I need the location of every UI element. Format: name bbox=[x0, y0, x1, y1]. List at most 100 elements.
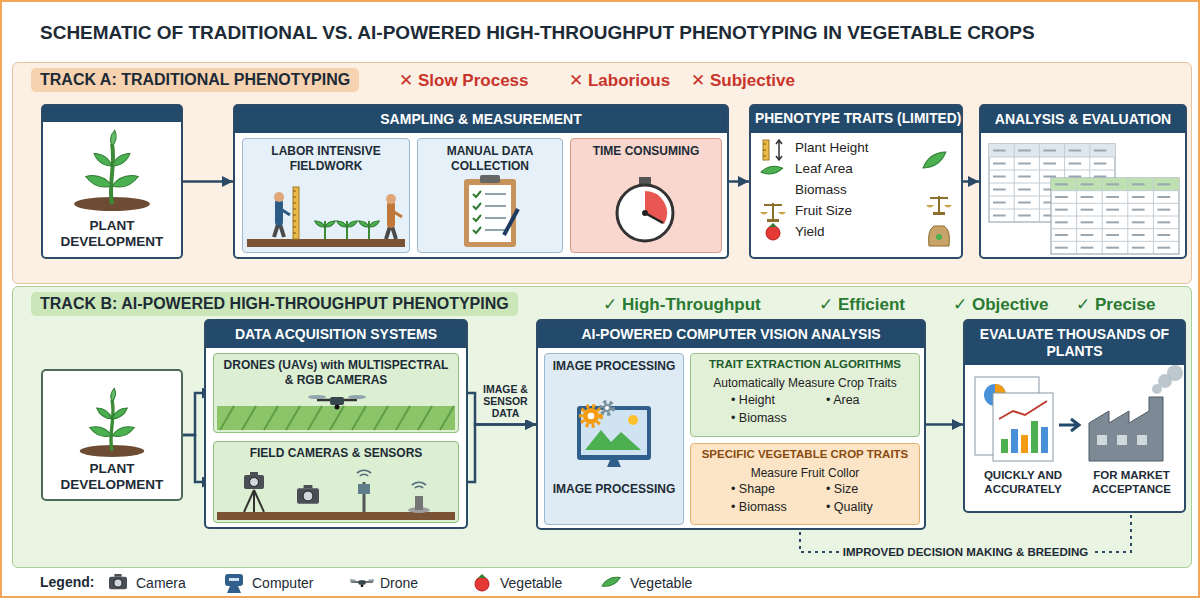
text-slot: • Shape bbox=[731, 482, 775, 496]
edge-label: IMPROVED DECISION MAKING & BREEDING bbox=[839, 546, 1092, 558]
box-caption: QUICKLY AND ACCURATELY bbox=[969, 469, 1077, 497]
text-slot: ✓ High-Throughput bbox=[603, 294, 761, 315]
legend-text: Camera bbox=[136, 575, 186, 591]
text-slot: PHENOTYPE TRAITS (LIMITED) bbox=[751, 106, 961, 133]
bullet-item: • Height bbox=[731, 393, 775, 407]
process-card: TIME CONSUMING bbox=[570, 138, 722, 253]
text-slot: TRAIT EXTRACTION ALGORITHMS bbox=[694, 358, 916, 370]
text-slot: Plant Height bbox=[795, 140, 869, 155]
text-slot: IMAGE PROCESSING bbox=[548, 359, 680, 374]
process-card: TRAIT EXTRACTION ALGORITHMS Automatically… bbox=[690, 353, 920, 437]
trait-item: Yield bbox=[795, 224, 825, 239]
panel-heading: SAMPLING & MEASUREMENT bbox=[235, 106, 727, 133]
card-heading: FIELD CAMERAS & SENSORS bbox=[218, 446, 454, 461]
text-slot: Fruit Size bbox=[795, 203, 852, 218]
text-slot: TIME CONSUMING bbox=[575, 144, 717, 159]
process-panel: AI-POWERED COMPUTER VISION ANALYSIS IMAGE… bbox=[536, 319, 926, 530]
trait-item: Fruit Size bbox=[795, 203, 852, 218]
panel-heading: PHENOTYPE TRAITS (LIMITED) bbox=[751, 106, 961, 133]
text-slot: ✓ Precise bbox=[1076, 294, 1155, 315]
illustration bbox=[545, 354, 683, 524]
text-slot: Measure Fruit Collor bbox=[694, 466, 916, 480]
text-slot: ✕ Slow Process bbox=[399, 70, 529, 91]
bullet-item: • Biomass bbox=[731, 500, 787, 514]
card-heading: IMAGE PROCESSING bbox=[548, 482, 680, 497]
start-box: PLANT DEVELOPMENT bbox=[41, 104, 183, 259]
track-heading: TRACK B: AI-POWERED HIGH-THROUGHPUT PHEN… bbox=[31, 292, 518, 316]
legend-item: Vegetable bbox=[470, 572, 562, 594]
start-box: PLANT DEVELOPMENT bbox=[41, 369, 183, 501]
legend-text: Drone bbox=[380, 575, 418, 591]
legend-icon bbox=[106, 572, 130, 594]
text-slot: • Area bbox=[826, 393, 860, 407]
card-heading: TIME CONSUMING bbox=[575, 144, 717, 159]
benefit-tag: ✓ Efficient bbox=[819, 294, 905, 315]
benefit-tag: ✓ High-Throughput bbox=[603, 294, 761, 315]
text-slot: Automatically Measure Crop Traits bbox=[694, 376, 916, 390]
text-slot: FOR MARKET ACCEPTANCE bbox=[1079, 469, 1184, 497]
legend-icon bbox=[222, 572, 246, 594]
panel-heading: ANALYSIS & EVALUATION bbox=[981, 106, 1185, 133]
diagram-title: SCHEMATIC OF TRADITIONAL VS. AI-POWERED … bbox=[40, 22, 1180, 44]
card-heading: DRONES (UAVs) with MULTISPECTRAL & RGB C… bbox=[218, 358, 454, 388]
bullet-item: • Area bbox=[826, 393, 860, 407]
text-slot: QUICKLY AND ACCURATELY bbox=[969, 469, 1077, 497]
drawback-tag: ✕ Slow Process bbox=[399, 70, 529, 91]
legend-text: Vegetable bbox=[500, 575, 562, 591]
text-slot: • Biomass bbox=[731, 500, 787, 514]
trait-item: Leaf Area bbox=[795, 161, 853, 176]
trait-item: Biomass bbox=[795, 182, 847, 197]
text-slot: ANALYSIS & EVALUATION bbox=[981, 106, 1185, 133]
text-slot: IMAGE & SENSOR DATA bbox=[480, 383, 532, 419]
legend-icon bbox=[350, 572, 374, 594]
legend-item: Vegetable bbox=[600, 572, 692, 594]
legend-icon bbox=[470, 572, 494, 594]
text-slot: ✓ Objective bbox=[953, 294, 1049, 315]
card-heading: SPECIFIC VEGETABLE CROP TRAITS bbox=[694, 448, 916, 460]
box-caption: FOR MARKET ACCEPTANCE bbox=[1079, 469, 1184, 497]
text-slot: IMPROVED DECISION MAKING & BREEDING bbox=[839, 546, 1092, 558]
text-slot: • Quality bbox=[826, 500, 873, 514]
process-card: LABOR INTENSIVE FIELDWORK bbox=[242, 138, 410, 253]
panel-heading: DATA ACQUISITION SYSTEMS bbox=[206, 321, 466, 348]
trait-item: Plant Height bbox=[795, 140, 869, 155]
text-slot: SPECIFIC VEGETABLE CROP TRAITS bbox=[694, 448, 916, 460]
text-slot: SAMPLING & MEASUREMENT bbox=[235, 106, 727, 133]
card-heading: TRAIT EXTRACTION ALGORITHMS bbox=[694, 358, 916, 370]
legend-item: Computer bbox=[222, 572, 313, 594]
legend-item: Camera bbox=[106, 572, 186, 594]
text-slot: • Size bbox=[826, 482, 858, 496]
title-slot: SCHEMATIC OF TRADITIONAL VS. AI-POWERED … bbox=[40, 22, 1180, 44]
card-heading: MANUAL DATA COLLECTION bbox=[422, 144, 558, 174]
text-slot: MANUAL DATA COLLECTION bbox=[422, 144, 558, 174]
legend-heading: Legend: bbox=[40, 574, 94, 590]
edge-label: IMAGE & SENSOR DATA bbox=[480, 383, 532, 419]
track-heading: TRACK A: TRADITIONAL PHENOTYPING bbox=[31, 68, 359, 92]
process-card: SPECIFIC VEGETABLE CROP TRAITS Measure Fr… bbox=[690, 443, 920, 525]
bullet-item: • Size bbox=[826, 482, 858, 496]
card-subtitle: Measure Fruit Collor bbox=[694, 466, 916, 480]
box-caption: PLANT DEVELOPMENT bbox=[47, 461, 177, 493]
drawback-tag: ✕ Laborious bbox=[569, 70, 670, 91]
text-slot: Legend: bbox=[40, 574, 94, 590]
trait-panel: PHENOTYPE TRAITS (LIMITED) Plant HeightLe… bbox=[749, 104, 963, 259]
card-subtitle: Automatically Measure Crop Traits bbox=[694, 376, 916, 390]
text-slot: TRACK B: AI-POWERED HIGH-THROUGHPUT PHEN… bbox=[31, 292, 518, 316]
benefit-tag: ✓ Precise bbox=[1076, 294, 1155, 315]
panel-heading: EVALUATE THOUSANDS OF PLANTS bbox=[965, 321, 1184, 365]
legend-icon bbox=[600, 572, 624, 594]
bullet-item: • Biomass bbox=[731, 411, 787, 425]
process-card: IMAGE PROCESSING IMAGE PROCESSING bbox=[544, 353, 684, 525]
process-panel: DATA ACQUISITION SYSTEMS DRONES (UAVs) wi… bbox=[204, 319, 468, 529]
legend-text: Vegetable bbox=[630, 575, 692, 591]
text-slot: Biomass bbox=[795, 182, 847, 197]
text-slot: PLANT DEVELOPMENT bbox=[47, 218, 177, 250]
panel-heading: AI-POWERED COMPUTER VISION ANALYSIS bbox=[538, 321, 924, 348]
text-slot: PLANT DEVELOPMENT bbox=[47, 461, 177, 493]
analysis-panel: ANALYSIS & EVALUATION bbox=[979, 104, 1187, 259]
process-card: FIELD CAMERAS & SENSORS bbox=[213, 441, 459, 523]
text-slot: AI-POWERED COMPUTER VISION ANALYSIS bbox=[538, 321, 924, 348]
result-panel: EVALUATE THOUSANDS OF PLANTS QUICKLY AND … bbox=[963, 319, 1186, 513]
card-heading: IMAGE PROCESSING bbox=[548, 359, 680, 374]
